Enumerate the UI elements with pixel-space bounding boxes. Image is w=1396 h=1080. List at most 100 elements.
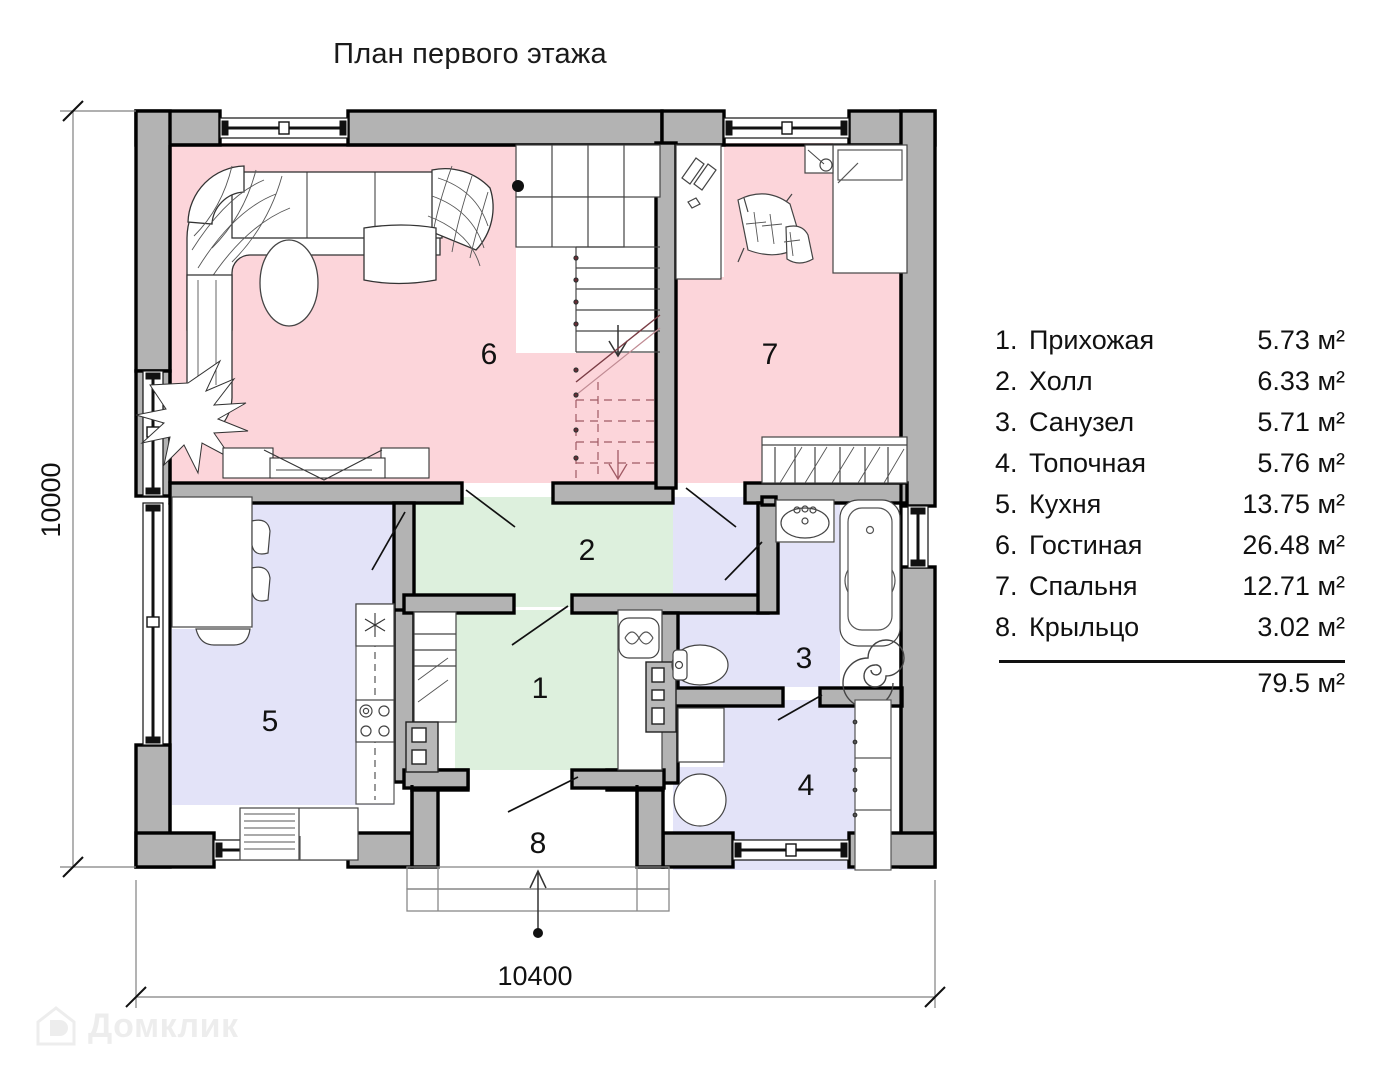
door-bath-boiler xyxy=(777,694,823,721)
entry-closet xyxy=(413,611,457,723)
legend-row-number: 2. xyxy=(995,366,1018,396)
legend-row-number: 5. xyxy=(995,489,1018,519)
room-number-5: 5 xyxy=(262,705,279,738)
walls xyxy=(134,109,937,869)
wall-top-seg-a xyxy=(660,109,726,147)
room-number-3: 3 xyxy=(796,642,813,675)
porch-steps xyxy=(406,866,670,938)
room-number-2: 2 xyxy=(579,534,596,567)
washbasin xyxy=(775,499,835,543)
door-hall-bedroom xyxy=(685,487,737,528)
furniture-bedroom xyxy=(675,144,908,484)
boiler-unit xyxy=(677,707,725,763)
legend-row-number: 4. xyxy=(995,448,1018,478)
wall-entry-bottom-r xyxy=(570,768,666,790)
wall-div-living-bedroom xyxy=(654,141,678,490)
windows xyxy=(142,117,929,861)
wall-porch-left xyxy=(410,783,440,869)
wall-bottom-right xyxy=(661,831,735,869)
dim-h-tick-right xyxy=(924,986,946,1008)
furniture-bathroom xyxy=(671,499,905,709)
sofa-arm-right xyxy=(431,167,494,251)
room-number-7: 7 xyxy=(762,338,779,371)
chair-3 xyxy=(195,628,251,646)
stair-landing2 xyxy=(515,196,625,248)
page-title: План первого этажа xyxy=(333,38,607,70)
furniture-entry xyxy=(405,609,677,773)
stair-arrow-up xyxy=(608,325,628,358)
sink-star-icon xyxy=(364,613,386,637)
stair-balusters xyxy=(573,255,579,461)
legend-row-name: Санузел xyxy=(1029,407,1135,437)
dimension-horizontal-label: 10400 xyxy=(497,961,572,991)
stair-cut-line2 xyxy=(575,327,661,396)
rug-oval xyxy=(259,239,319,327)
staircase xyxy=(512,144,661,481)
bed-pillow xyxy=(837,149,903,181)
legend-row-name: Спальня xyxy=(1029,571,1138,601)
door-entry-porch xyxy=(507,776,579,813)
legend-row-number: 6. xyxy=(995,530,1018,560)
door-hall-living xyxy=(465,489,516,528)
legend-row-number: 7. xyxy=(995,571,1018,601)
floor-drain-spiral xyxy=(842,639,905,709)
legend-row-name: Прихожая xyxy=(1029,325,1155,355)
room-number-4: 4 xyxy=(798,769,815,802)
bathtub xyxy=(839,499,901,647)
sofa-arm-left xyxy=(187,165,245,225)
wall-entry-h-left xyxy=(402,593,516,615)
wall-right-mid xyxy=(899,565,937,869)
wall-left-upper xyxy=(134,109,172,373)
legend-row-name: Топочная xyxy=(1029,448,1147,478)
legend-row-area: 26.48 м² xyxy=(1242,530,1345,560)
dim-v-tick-top xyxy=(62,100,84,122)
sofa-cushion-lines-left xyxy=(191,165,291,287)
dining-table xyxy=(171,496,253,628)
boiler-pipe-dots xyxy=(852,719,858,818)
wall-div-upper-h-mid xyxy=(551,481,675,505)
legend-total-area: 79.5 м² xyxy=(1257,668,1345,698)
chair-2 xyxy=(251,566,271,602)
legend-row-number: 8. xyxy=(995,612,1018,642)
wall-bottom-left2 xyxy=(346,831,414,869)
window-top-bedroom xyxy=(723,117,850,139)
kitchen-base-cabinet xyxy=(239,807,359,861)
legend-row: 5. Кухня 13.75 м² xyxy=(995,489,1345,530)
legend-row: 6. Гостиная 26.48 м² xyxy=(995,530,1345,571)
legend-row-area: 5.71 м² xyxy=(1257,407,1345,437)
envelope-path xyxy=(168,143,903,867)
dim-h-tick-left xyxy=(125,986,147,1008)
legend-row-name: Холл xyxy=(1029,366,1093,396)
tv-console xyxy=(222,447,430,481)
legend-row-area: 13.75 м² xyxy=(1242,489,1345,519)
furniture-kitchen xyxy=(171,496,395,861)
furniture-living xyxy=(135,165,494,481)
entry-arrow xyxy=(529,869,547,932)
stair-newel-post xyxy=(512,180,524,192)
legend-row-name: Крыльцо xyxy=(1029,612,1140,642)
legend-row-name: Кухня xyxy=(1029,489,1102,519)
legend-row: 2. Холл 6.33 м² xyxy=(995,366,1345,407)
legend-row-name: Гостиная xyxy=(1029,530,1143,560)
room-number-6: 6 xyxy=(481,338,498,371)
legend-row-area: 5.73 м² xyxy=(1257,325,1345,355)
wall-bath-stub xyxy=(760,495,778,507)
legend-divider xyxy=(999,660,1345,663)
plant-icon xyxy=(135,359,249,475)
bed-blanket-fold xyxy=(837,162,859,184)
wardrobe xyxy=(761,436,908,484)
lamp-icon xyxy=(819,158,833,172)
coffee-table xyxy=(363,224,437,285)
legend-row-area: 6.33 м² xyxy=(1257,366,1345,396)
armchair xyxy=(737,193,814,264)
doors xyxy=(371,487,823,813)
stair-cut-line xyxy=(575,314,661,383)
